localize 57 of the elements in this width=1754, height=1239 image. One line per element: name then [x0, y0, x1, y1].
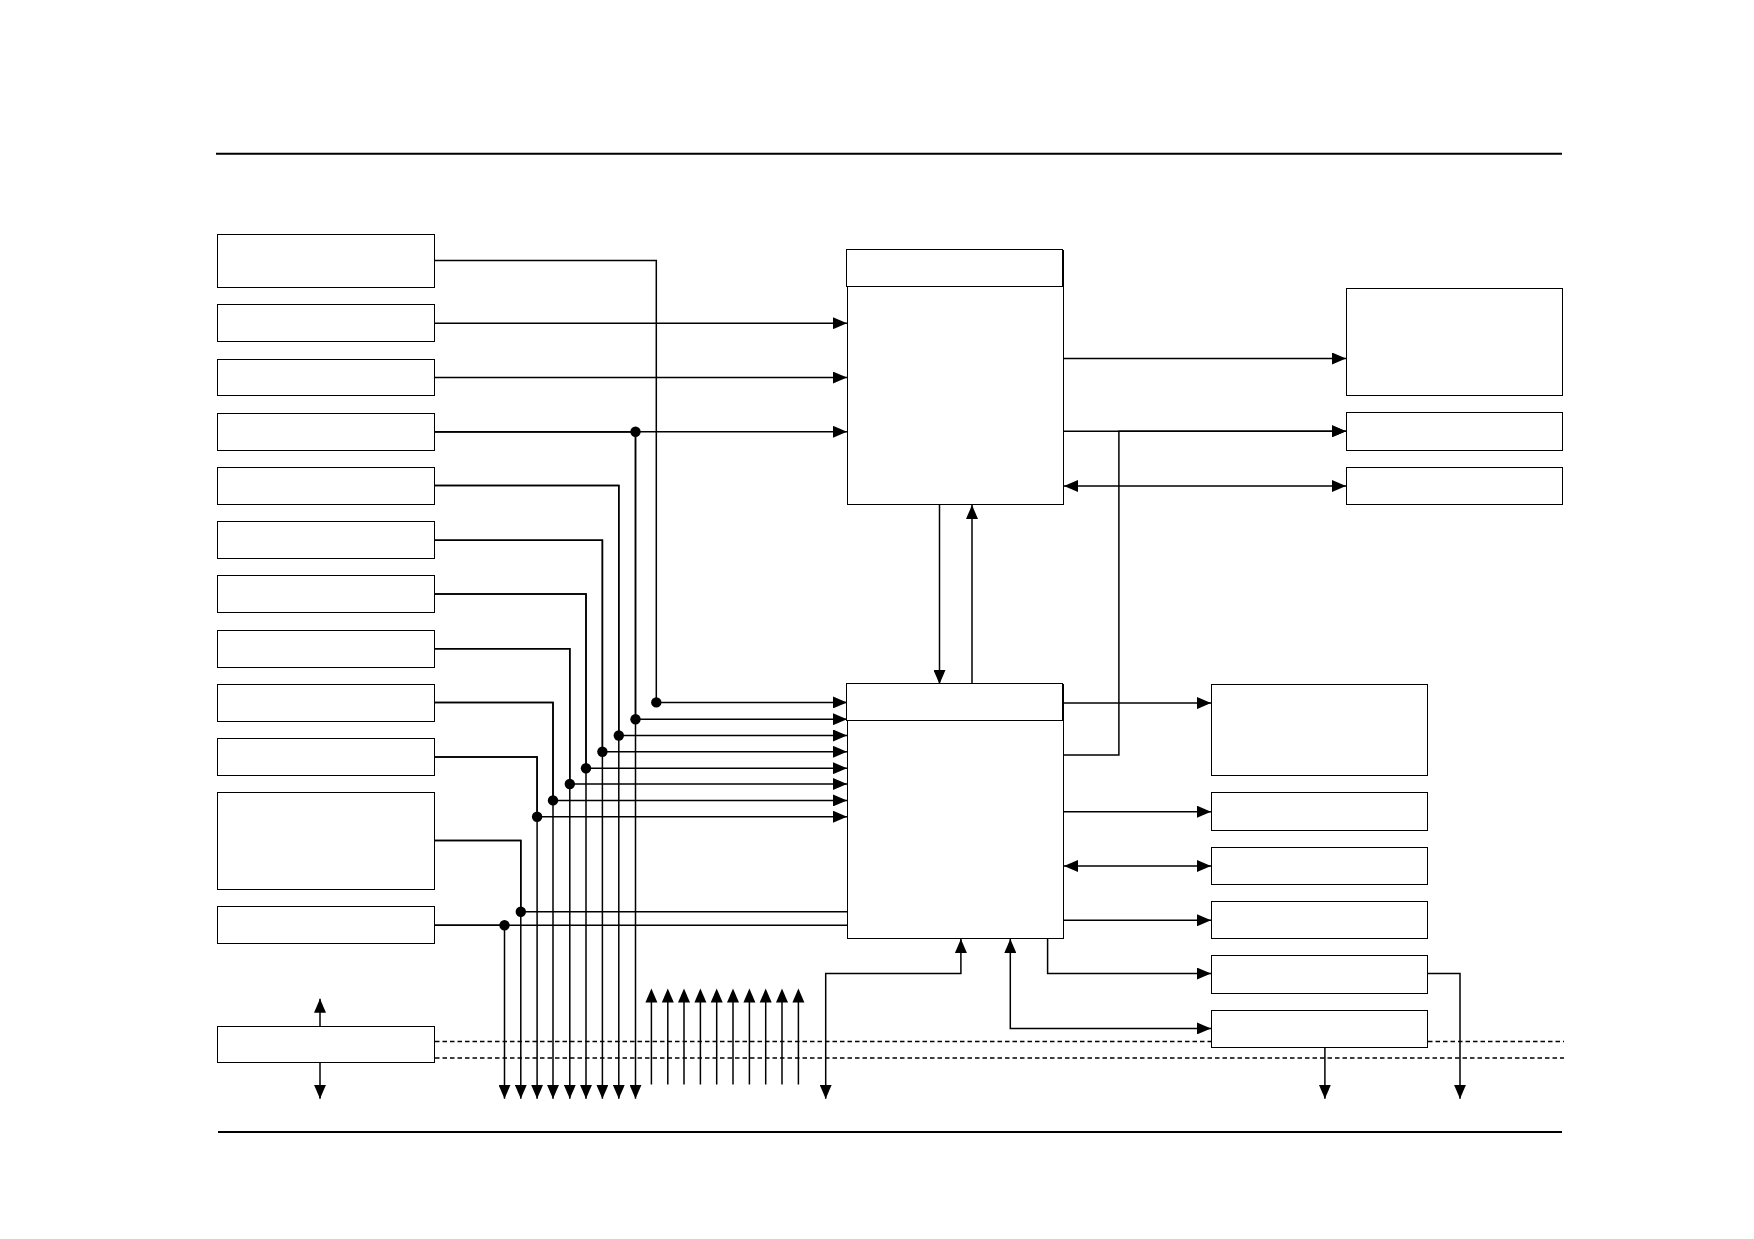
dashed-line [1427, 1040, 1565, 1043]
block-box [847, 250, 1064, 505]
block-box [217, 684, 435, 722]
arrow [1046, 938, 1212, 980]
block-box [217, 521, 435, 559]
block-box [217, 358, 435, 396]
block-box [217, 1026, 435, 1063]
arrow [434, 701, 559, 1100]
block-box [1211, 792, 1428, 831]
arrow [1063, 352, 1347, 365]
arrow [1063, 805, 1212, 818]
block-box [1211, 955, 1428, 994]
block-box [1346, 467, 1563, 505]
arrow [314, 1062, 326, 1100]
arrow [434, 648, 576, 1100]
block-box [217, 575, 435, 613]
arrow [1318, 1046, 1331, 1100]
block-box [217, 792, 435, 890]
arrow [434, 371, 848, 384]
block-box [1346, 288, 1563, 396]
block-box [1346, 412, 1563, 451]
header-band [846, 249, 1064, 288]
arrow [819, 938, 967, 1100]
block-box [1211, 847, 1428, 885]
block-box [847, 684, 1064, 939]
arrow [434, 317, 848, 330]
arrow [1063, 425, 1347, 756]
block-box [1211, 901, 1428, 939]
arrow [1427, 972, 1466, 1100]
dashed-line [434, 1057, 1565, 1059]
arrow [434, 593, 592, 1100]
block-box [217, 234, 435, 288]
arrow [933, 504, 946, 685]
block-box [1211, 684, 1428, 776]
block-box [217, 413, 435, 451]
arrow [434, 431, 642, 1100]
arrow [1063, 860, 1212, 872]
arrow [434, 539, 609, 1100]
block-box [1211, 1010, 1428, 1048]
arrow [434, 259, 848, 709]
arrow [434, 839, 527, 1100]
header-band [846, 683, 1064, 722]
arrow [1063, 697, 1212, 710]
arrow [434, 924, 511, 1100]
arrow [1063, 914, 1212, 927]
arrow [434, 756, 544, 1100]
block-box [217, 467, 435, 505]
arrow [434, 484, 625, 1100]
block-box [217, 906, 435, 944]
dashed-line [434, 1040, 1212, 1043]
arrow [314, 998, 326, 1027]
block-box [217, 738, 435, 776]
block-box [217, 304, 435, 342]
arrow [1063, 480, 1347, 492]
block-box [217, 629, 435, 668]
arrow [966, 504, 978, 685]
arrow [1004, 938, 1212, 1035]
